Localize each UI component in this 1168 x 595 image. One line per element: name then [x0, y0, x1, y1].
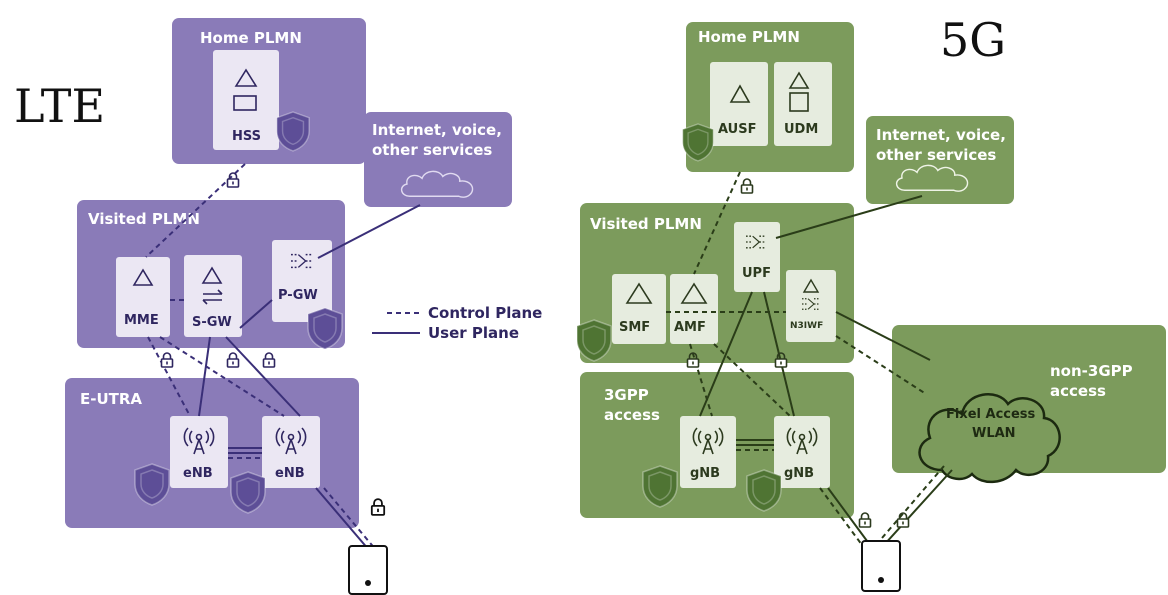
- lte-heading: LTE: [14, 79, 105, 133]
- legend-control-plane-label: Control Plane: [428, 304, 542, 322]
- pgw-node: [272, 240, 332, 322]
- non-3gpp-line2: access: [1050, 382, 1106, 400]
- mme-enb1-control-link: [147, 336, 191, 417]
- enb1-label: eNB: [183, 466, 213, 481]
- upf-label: UPF: [742, 266, 771, 281]
- lock-icon: [160, 352, 174, 368]
- smf-node: [612, 274, 666, 344]
- triangle-icon: [729, 84, 751, 103]
- triangle-icon: [234, 68, 258, 87]
- triangle-icon: [802, 278, 820, 293]
- wlan-device-user-link: [883, 469, 953, 546]
- cloud-icon: [918, 393, 1061, 483]
- triangle-icon: [680, 282, 708, 304]
- amf-label: AMF: [674, 320, 706, 335]
- g5-3gpp-line1: 3GPP: [604, 386, 649, 404]
- n3iwf-label: N3IWF: [790, 321, 823, 331]
- pgw-services-user-link: [317, 204, 421, 259]
- e-utra-title: E-UTRA: [80, 390, 142, 408]
- g5-visited-plmn-title: Visited PLMN: [590, 215, 702, 233]
- lte-services-line2: other services: [372, 141, 492, 159]
- lte-services-line1: Internet, voice,: [372, 121, 502, 139]
- sgw-node: [184, 255, 242, 337]
- hss-node: [213, 50, 279, 150]
- smf-label: SMF: [619, 320, 650, 335]
- mme-label: MME: [124, 313, 159, 328]
- enb-device-user-link: [315, 487, 370, 551]
- udm-node: [774, 62, 832, 146]
- square-icon: [233, 95, 257, 111]
- sgw-enb2-user-link: [225, 336, 301, 417]
- legend-user-plane-label: User Plane: [428, 324, 519, 342]
- gnb1-upf-user-link: [699, 291, 753, 417]
- sgw-label: S-GW: [192, 315, 232, 330]
- ausf-amf-control-link: [693, 171, 741, 275]
- g5-services-line1: Internet, voice,: [876, 126, 1006, 144]
- sgw-pgw-user-link: [239, 299, 273, 329]
- g5-services-panel: [866, 116, 1014, 204]
- g5-services-line2: other services: [876, 146, 996, 164]
- amf-node: [670, 274, 718, 344]
- lock-icon: [226, 352, 240, 368]
- square-icon: [789, 92, 809, 112]
- ausf-label: AUSF: [718, 122, 756, 137]
- ausf-node: [710, 62, 768, 146]
- mme-node: [116, 257, 170, 337]
- lte-visited-plmn-title: Visited PLMN: [88, 210, 200, 228]
- triangle-icon: [625, 282, 653, 304]
- n3iwf-wlan-user-link: [835, 311, 931, 361]
- lock-icon: [858, 512, 872, 528]
- device-icon: [348, 545, 388, 595]
- upf-services-user-link: [775, 195, 923, 239]
- non-3gpp-line1: non-3GPP: [1050, 362, 1133, 380]
- wlan-line1: Fixel Access: [946, 407, 1036, 422]
- lock-icon: [226, 172, 240, 188]
- arrows-icon: [202, 289, 223, 305]
- device-icon: [861, 540, 901, 592]
- enb2-label: eNB: [275, 466, 305, 481]
- device-button: [878, 577, 884, 583]
- g5-3gpp-line2: access: [604, 406, 660, 424]
- sgw-enb1-user-link: [198, 336, 211, 417]
- triangle-icon: [132, 268, 154, 286]
- wlan-device-control-link: [875, 465, 945, 546]
- udm-label: UDM: [784, 122, 818, 137]
- gnb-device-user-link: [827, 487, 871, 546]
- mme-enb2-control-link: [159, 336, 285, 417]
- g5-heading: 5G: [940, 13, 1006, 67]
- lock-icon: [370, 498, 386, 516]
- gnb2-label: gNB: [784, 466, 814, 481]
- g5-home-plmn-title: Home PLMN: [698, 28, 800, 46]
- triangle-icon: [788, 71, 810, 89]
- enb-device-control-link: [323, 487, 377, 551]
- triangle-icon: [201, 266, 223, 284]
- gnb1-label: gNB: [690, 466, 720, 481]
- gnb-device-control-link: [819, 487, 863, 546]
- upf-node: [734, 222, 780, 292]
- hss-label: HSS: [232, 129, 261, 144]
- amf-gnb1-control-link: [689, 343, 713, 417]
- device-button: [365, 580, 371, 586]
- lte-home-plmn-title: Home PLMN: [200, 29, 302, 47]
- lock-icon: [740, 178, 754, 194]
- wlan-line2: WLAN: [972, 426, 1016, 441]
- lte-services-panel: [364, 112, 512, 207]
- lock-icon: [262, 352, 276, 368]
- pgw-label: P-GW: [278, 288, 318, 303]
